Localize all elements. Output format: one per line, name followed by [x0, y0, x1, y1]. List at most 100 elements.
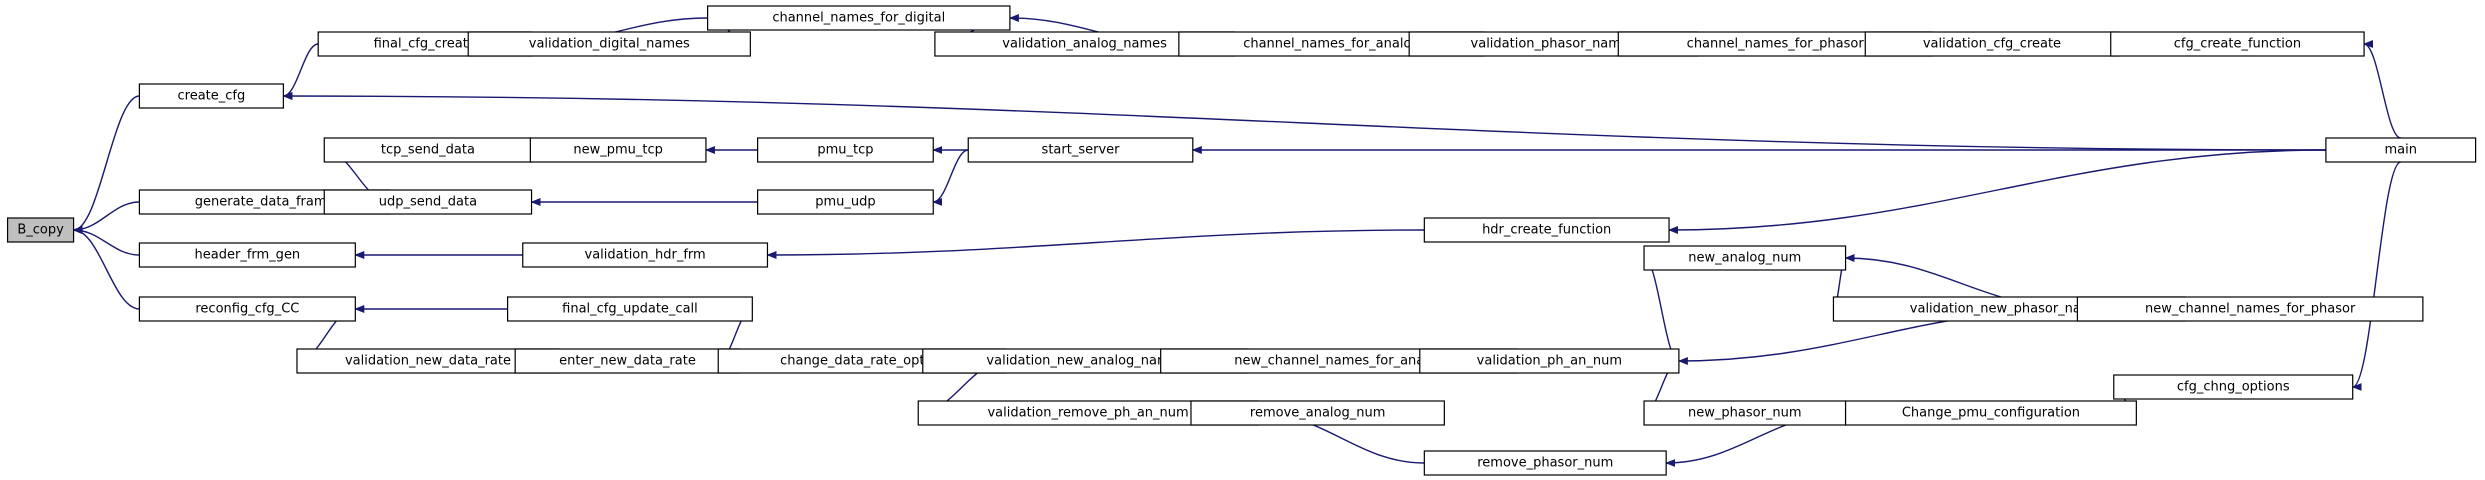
edge-start_server-to-pmu_udp — [932, 149, 969, 206]
node-box — [707, 5, 1011, 31]
node-label: pmu_tcp — [817, 143, 873, 158]
node-box — [2113, 374, 2354, 400]
node-remove-phasor-num[interactable]: remove_phasor_num — [1423, 450, 1667, 476]
edge-main-to-create_cfg — [282, 92, 2326, 151]
node-label: change_data_rate_option — [780, 354, 944, 369]
node-channel-names-for-digital[interactable]: channel_names_for_digital — [707, 5, 1011, 31]
node-label: new_pmu_tcp — [573, 143, 663, 158]
node-label: remove_phasor_num — [1477, 456, 1613, 471]
node-box — [6, 217, 75, 243]
node-box — [138, 296, 356, 322]
node-box — [967, 137, 1194, 163]
node-label: new_phasor_num — [1688, 406, 1802, 421]
node-label: validation_new_data_rate — [345, 354, 511, 369]
node-box — [1844, 400, 2137, 426]
node-start-server[interactable]: start_server — [967, 137, 1194, 163]
node-label: channel_names_for_digital — [772, 11, 945, 26]
node-label: cfg_create_function — [2174, 37, 2301, 52]
node-new-phasor-num[interactable]: new_phasor_num — [1643, 400, 1847, 426]
node-label: final_cfg_update_call — [562, 302, 698, 317]
node-box — [507, 296, 753, 322]
node-label: cfg_chng_options — [2177, 380, 2290, 395]
node-reconfig-cfg-cc[interactable]: reconfig_cfg_CC — [138, 296, 356, 322]
node-label: start_server — [1042, 143, 1121, 158]
node-label: validation_digital_names — [529, 37, 690, 52]
node-box — [2325, 137, 2477, 163]
node-validation-cfg-create[interactable]: validation_cfg_create — [1864, 31, 2120, 57]
node-final-cfg-update-call[interactable]: final_cfg_update_call — [507, 296, 753, 322]
node-pmu-udp[interactable]: pmu_udp — [757, 189, 934, 215]
node-box — [1190, 400, 1445, 426]
node-label: channel_names_for_phasor — [1687, 37, 1865, 52]
node-label: final_cfg_create — [374, 37, 476, 52]
node-label: generate_data_frame — [195, 195, 335, 210]
node-label: reconfig_cfg_CC — [195, 302, 299, 317]
node-label: channel_names_for_analog — [1243, 37, 1419, 52]
edge-generate_data_frame-to-b_copy — [72, 201, 140, 234]
node-hdr-create-function[interactable]: hdr_create_function — [1423, 217, 1670, 243]
edge-main-to-hdr_create_function — [1668, 149, 2326, 234]
edge-create_cfg-to-b_copy — [72, 95, 140, 234]
node-tcp-send-data[interactable]: tcp_send_data — [323, 137, 533, 163]
node-b-copy[interactable]: B_copy — [6, 217, 75, 243]
node-enter-new-data-rate[interactable]: enter_new_data_rate — [514, 348, 741, 374]
node-validation-digital-names[interactable]: validation_digital_names — [467, 31, 751, 57]
node-label: new_channel_names_for_phasor — [2145, 302, 2356, 317]
node-label: pmu_udp — [815, 195, 875, 210]
edge-main-to-cfg_create_function — [2363, 40, 2402, 139]
node-box — [323, 137, 533, 163]
node-new-analog-num[interactable]: new_analog_num — [1643, 245, 1847, 271]
edge-reconfig_cfg_cc-to-b_copy — [72, 226, 140, 310]
node-box — [323, 189, 533, 215]
node-label: tcp_send_data — [381, 143, 475, 158]
node-box — [138, 242, 356, 268]
node-label: Change_pmu_configuration — [1902, 406, 2080, 421]
node-label: validation_hdr_frm — [585, 248, 706, 263]
node-label: validation_new_phasor_names — [1910, 302, 2109, 317]
node-label: enter_new_data_rate — [559, 354, 696, 369]
node-remove-analog-num[interactable]: remove_analog_num — [1190, 400, 1445, 426]
node-label: validation_ph_an_num — [1477, 354, 1622, 369]
node-label: validation_cfg_create — [1923, 37, 2061, 52]
node-validation-ph-an-num[interactable]: validation_ph_an_num — [1419, 348, 1680, 374]
edge-new_analog_num-to-validation_ph_an_num — [1643, 257, 1680, 365]
edge-hdr_create_function-to-validation_hdr_frm — [766, 229, 1425, 259]
node-label: hdr_create_function — [1482, 223, 1611, 238]
node-label: validation_remove_ph_an_num — [987, 406, 1188, 421]
node-box — [467, 31, 751, 57]
edge-main-to-cfg_chng_options — [2351, 161, 2402, 391]
node-udp-send-data[interactable]: udp_send_data — [323, 189, 533, 215]
edge-final_cfg_create-to-create_cfg — [282, 43, 319, 100]
node-label: create_cfg — [178, 89, 246, 104]
node-header-frm-gen[interactable]: header_frm_gen — [138, 242, 356, 268]
node-pmu-tcp[interactable]: pmu_tcp — [757, 137, 934, 163]
node-label: validation_new_analog_names — [986, 354, 1184, 369]
node-label: validation_phasor_names — [1471, 37, 1636, 52]
node-new-pmu-tcp[interactable]: new_pmu_tcp — [529, 137, 707, 163]
node-change-pmu-configuration[interactable]: Change_pmu_configuration — [1844, 400, 2137, 426]
node-box — [1643, 245, 1847, 271]
node-label: main — [2385, 143, 2417, 158]
node-box — [138, 83, 284, 109]
node-label: new_analog_num — [1688, 251, 1801, 266]
node-box — [757, 189, 934, 215]
edges-layer — [72, 14, 2402, 467]
node-cfg-create-function[interactable]: cfg_create_function — [2110, 31, 2365, 57]
node-box — [1419, 348, 1680, 374]
node-cfg-chng-options[interactable]: cfg_chng_options — [2113, 374, 2354, 400]
node-box — [2110, 31, 2365, 57]
node-box — [1423, 450, 1667, 476]
node-label: new_channel_names_for_analog — [1234, 354, 1444, 369]
node-create-cfg[interactable]: create_cfg — [138, 83, 284, 109]
node-label: B_copy — [17, 223, 64, 238]
nodes-layer: B_copy create_cfg generate_data_frameheade… — [6, 5, 2477, 476]
node-label: validation_analog_names — [1002, 37, 1167, 52]
node-validation-hdr-frm[interactable]: validation_hdr_frm — [522, 242, 769, 268]
node-main[interactable]: main — [2325, 137, 2477, 163]
node-label: remove_analog_num — [1250, 406, 1386, 421]
node-box — [529, 137, 707, 163]
node-new-channel-names-for-phasor[interactable]: new_channel_names_for_phasor — [2076, 296, 2424, 322]
node-label: udp_send_data — [379, 195, 477, 210]
node-box — [522, 242, 769, 268]
